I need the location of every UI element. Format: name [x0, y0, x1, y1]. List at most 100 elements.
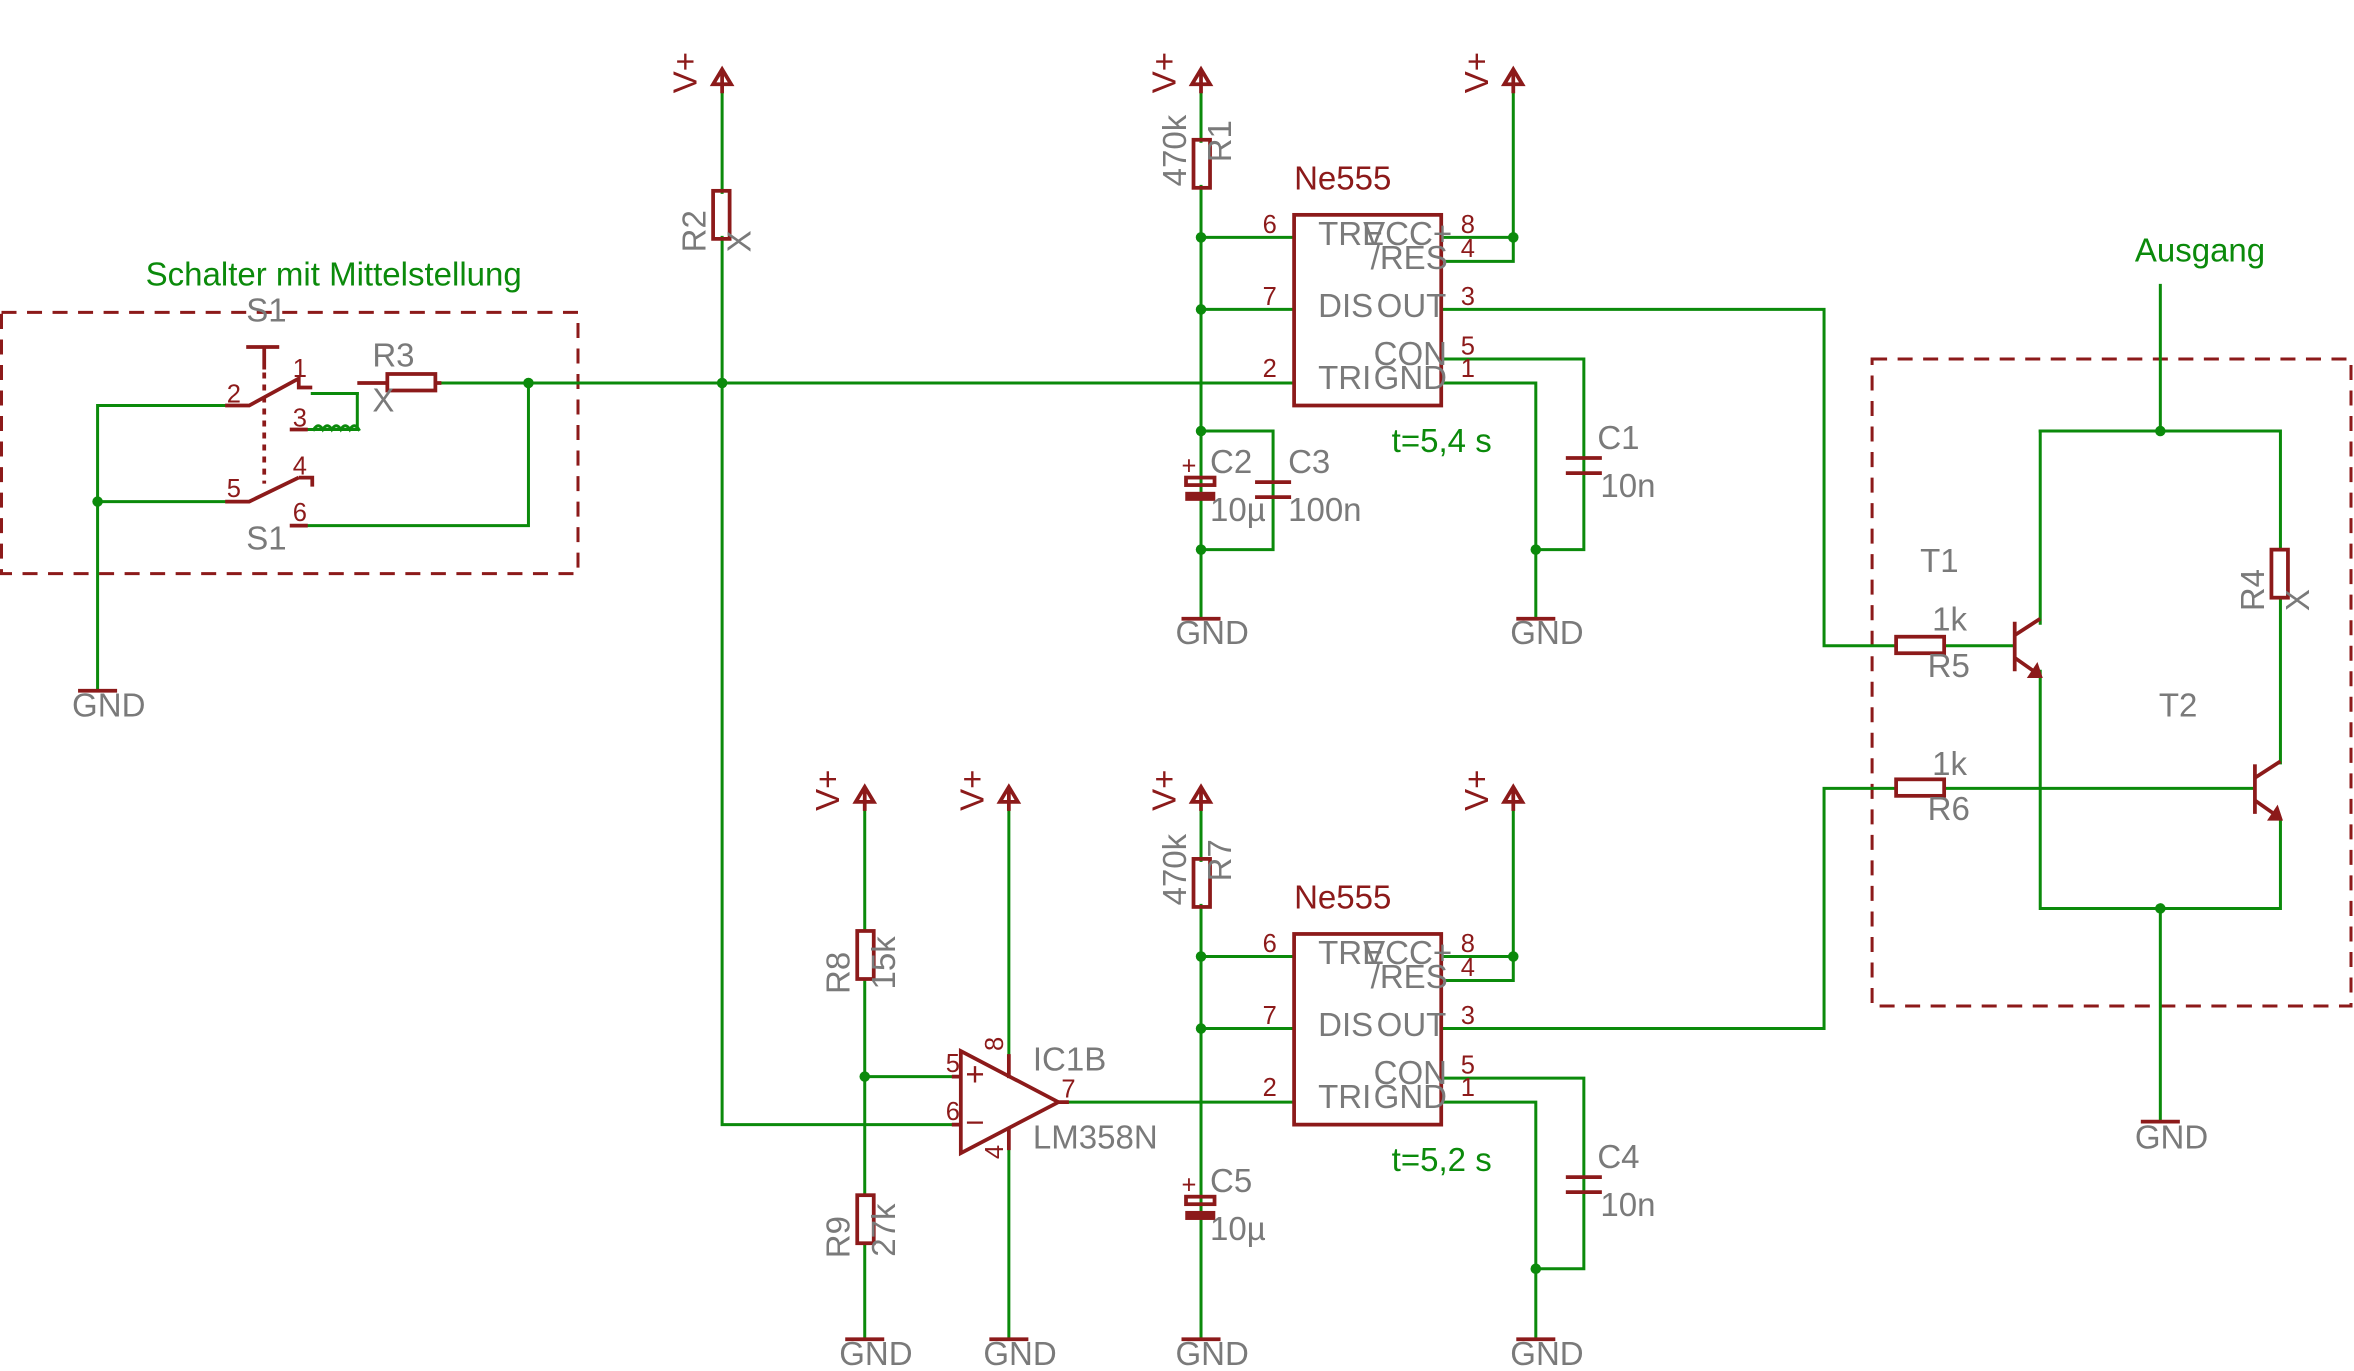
opamp-ic1b: + − IC1B LM358N 5 6 7 8 4	[946, 1037, 1158, 1159]
svg-text:7: 7	[1061, 1076, 1075, 1104]
svg-text:C5: C5	[1210, 1162, 1252, 1199]
svg-text:6: 6	[946, 1098, 960, 1126]
vplus-u2: V+	[1458, 770, 1526, 811]
svg-text:X: X	[2279, 589, 2316, 611]
gnd-u1: GND	[1510, 614, 1583, 651]
gnd-symbols: GND GND GND GND GND GND GND GND	[72, 614, 2208, 1371]
resistor-r5: 1k R5	[1894, 601, 1970, 684]
svg-text:7: 7	[1263, 283, 1277, 311]
gnd-c5: GND	[1175, 1335, 1248, 1371]
svg-text:GND: GND	[1510, 614, 1583, 651]
svg-text:470k: 470k	[1156, 833, 1193, 905]
svg-text:V+: V+	[1458, 770, 1495, 811]
switch-group-title: Schalter mit Mittelstellung	[146, 255, 522, 292]
svg-text:C1: C1	[1597, 419, 1639, 456]
svg-text:GND: GND	[1510, 1335, 1583, 1371]
svg-text:C2: C2	[1210, 443, 1252, 480]
svg-text:R7: R7	[1201, 839, 1238, 881]
svg-text:+: +	[965, 1056, 984, 1093]
gnd-u2: GND	[1510, 1335, 1583, 1371]
resistor-r7: 470k R7	[1156, 833, 1238, 909]
svg-text:5: 5	[1461, 332, 1475, 360]
svg-text:R6: R6	[1928, 790, 1970, 827]
vplus-r1: V+	[1145, 52, 1214, 94]
svg-text:TRI: TRI	[1318, 1078, 1371, 1115]
svg-text:OUT: OUT	[1377, 1006, 1447, 1043]
capacitor-c5: + C5 10µ	[1182, 1162, 1266, 1247]
svg-text:LM358N: LM358N	[1033, 1119, 1158, 1156]
svg-text:CON: CON	[1374, 1054, 1447, 1091]
gnd-switch: GND	[72, 686, 145, 723]
svg-text:GND: GND	[1374, 359, 1447, 396]
svg-text:VCC+: VCC+	[1363, 215, 1452, 252]
svg-text:GND: GND	[2135, 1119, 2208, 1156]
vplus-u1: V+	[1458, 52, 1526, 94]
svg-text:4: 4	[1461, 235, 1475, 263]
svg-text:27k: 27k	[865, 1203, 902, 1257]
svg-text:V+: V+	[1458, 52, 1495, 93]
svg-text:/RES: /RES	[1371, 239, 1448, 276]
switch-group-box	[0, 310, 580, 576]
svg-text:IC1B: IC1B	[1033, 1041, 1106, 1078]
svg-text:Ne555: Ne555	[1294, 159, 1391, 196]
svg-text:S1: S1	[246, 291, 286, 328]
capacitor-c3: C3 100n	[1255, 443, 1362, 528]
svg-text:t=5,4 s: t=5,4 s	[1392, 422, 1492, 459]
svg-text:GND: GND	[72, 686, 145, 723]
svg-text:V+: V+	[1145, 770, 1182, 811]
svg-text:10n: 10n	[1600, 1186, 1655, 1223]
vplus-r8: V+	[809, 770, 878, 811]
svg-text:OUT: OUT	[1377, 287, 1447, 324]
svg-text:4: 4	[293, 453, 307, 481]
svg-text:TRE: TRE	[1318, 934, 1384, 971]
svg-text:−: −	[965, 1104, 984, 1141]
svg-text:V+: V+	[953, 770, 990, 811]
svg-text:t=5,2 s: t=5,2 s	[1392, 1141, 1492, 1178]
svg-text:TRI: TRI	[1318, 359, 1371, 396]
svg-text:GND: GND	[839, 1335, 912, 1371]
capacitor-c4: C4 10n	[1565, 1138, 1655, 1223]
svg-text:S1: S1	[246, 520, 286, 557]
svg-text:1k: 1k	[1932, 601, 1967, 638]
svg-text:GND: GND	[1175, 614, 1248, 651]
svg-text:X: X	[721, 230, 758, 252]
gnd-c2: GND	[1175, 614, 1248, 651]
junctions	[92, 232, 2166, 1274]
wires	[96, 91, 2282, 1338]
svg-text:5: 5	[946, 1050, 960, 1078]
svg-text:4: 4	[1461, 954, 1475, 982]
svg-text:6: 6	[1263, 211, 1277, 239]
svg-text:4: 4	[981, 1145, 1009, 1159]
svg-text:10µ: 10µ	[1210, 1210, 1266, 1247]
svg-text:V+: V+	[809, 770, 846, 811]
svg-text:/RES: /RES	[1371, 958, 1448, 995]
svg-text:470k: 470k	[1156, 114, 1193, 186]
svg-text:TRE: TRE	[1318, 215, 1384, 252]
svg-text:CON: CON	[1374, 335, 1447, 372]
ne555-top: Ne555 TRE DIS TRI VCC+ /RES OUT CON GND …	[1263, 159, 1492, 459]
svg-text:DIS: DIS	[1318, 1006, 1373, 1043]
svg-text:6: 6	[1263, 930, 1277, 958]
vplus-r2: V+	[667, 52, 735, 94]
transistor-t1: T1	[1920, 542, 2043, 678]
svg-text:X: X	[372, 382, 394, 419]
svg-text:Ne555: Ne555	[1294, 878, 1391, 915]
capacitor-c2: + C2 10µ	[1182, 443, 1266, 528]
svg-text:6: 6	[293, 499, 307, 527]
capacitor-c1: C1 10n	[1565, 419, 1655, 504]
gnd-output: GND	[2135, 1119, 2208, 1156]
svg-text:3: 3	[293, 405, 307, 433]
svg-text:C4: C4	[1597, 1138, 1639, 1175]
svg-text:T2: T2	[2159, 686, 2198, 723]
svg-text:VCC+: VCC+	[1363, 934, 1452, 971]
resistor-r6: 1k R6	[1894, 745, 1970, 827]
svg-text:1k: 1k	[1932, 745, 1967, 782]
svg-text:5: 5	[1461, 1052, 1475, 1080]
svg-text:7: 7	[1263, 1002, 1277, 1030]
transistor-t2: T2	[2159, 686, 2283, 821]
svg-text:R1: R1	[1201, 120, 1238, 162]
svg-text:8: 8	[1461, 211, 1475, 239]
output-label: Ausgang	[2135, 231, 2265, 268]
svg-text:V+: V+	[667, 52, 704, 93]
svg-text:R2: R2	[676, 210, 713, 252]
